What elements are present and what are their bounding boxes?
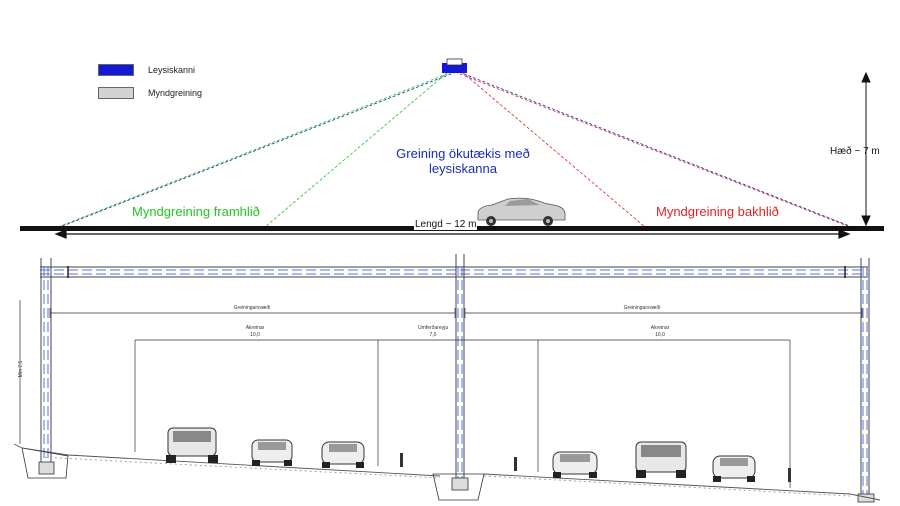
length-label: Lengd ~ 12 m: [414, 219, 478, 230]
car-rear-icon-4: [552, 451, 598, 478]
bollards: [400, 453, 791, 482]
scan-rays: [57, 71, 853, 228]
rear-camera-label: Myndgreining bakhlið: [656, 204, 779, 219]
legend-label-scanner: Leysiskanni: [148, 65, 196, 75]
car-rear-icon-2: [251, 439, 293, 466]
legend-item-camera: Myndgreining: [98, 86, 202, 100]
gantry-column-middle: [455, 254, 465, 490]
legend-swatch-camera: [98, 87, 134, 99]
length-arrow: [54, 229, 851, 239]
height-label: Hæð ~ 7 m: [830, 146, 880, 157]
legend-item-scanner: Leysiskanni: [98, 63, 195, 77]
right-zone-label: Greiningarsvæði: [623, 305, 661, 311]
car-rear-icon-3: [321, 441, 365, 468]
front-camera-label: Myndgreining framhlið: [132, 204, 260, 219]
height-arrow: [861, 71, 871, 227]
legend-label-camera: Myndgreining: [148, 88, 203, 98]
car-rear-icon-1: [166, 427, 218, 463]
clearance-height-label: Min 7,5: [18, 360, 24, 378]
right-lanes-label: Akreinar: [650, 325, 670, 331]
foundations: [21, 447, 875, 503]
laser-scanner-device: [442, 58, 467, 73]
legend-swatch-scanner: [98, 64, 134, 76]
gantry-column-left: [40, 258, 52, 468]
scanner-analysis-label: Greining ökutækis með leysiskanna: [396, 146, 530, 176]
median-value: 7,0: [429, 332, 437, 338]
car-rear-icon-5: [635, 441, 687, 478]
dimension-lines: [19, 300, 863, 488]
gantry-column-right: [860, 258, 870, 500]
gantry-beam: [40, 266, 868, 278]
car-rear-icon-6: [712, 455, 756, 482]
left-zone-label: Greiningarsvæði: [233, 305, 271, 311]
car-side-icon: [477, 197, 566, 226]
left-lanes-value: 10,0: [250, 332, 260, 338]
median-label: Umferðareyja: [417, 325, 448, 331]
right-lanes-value: 10,0: [655, 332, 665, 338]
left-lanes-label: Akreinar: [245, 325, 265, 331]
